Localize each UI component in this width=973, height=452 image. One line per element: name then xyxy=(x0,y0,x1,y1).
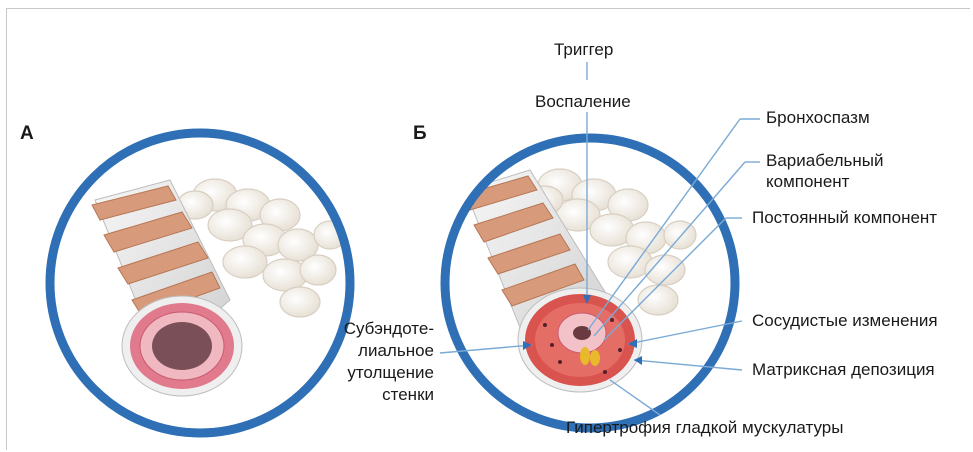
airway-illustration-asthma xyxy=(445,138,735,428)
label-smooth-muscle: Гипертрофия гладкой мускулатуры xyxy=(566,418,843,438)
airway-illustration-normal xyxy=(50,133,350,433)
label-matrix: Матриксная депозиция xyxy=(752,360,935,380)
label-vascular: Сосудистые изменения xyxy=(752,311,938,331)
label-subendothelial-line2: лиальное xyxy=(330,340,434,362)
label-bronchospasm: Бронхоспазм xyxy=(766,108,870,128)
panel-label-b: Б xyxy=(413,123,427,145)
label-trigger: Триггер xyxy=(554,40,613,60)
airway-cross-section-b xyxy=(518,288,642,392)
airway-cross-section-a xyxy=(122,296,242,396)
label-subendothelial: Субэндоте- лиальное утолщение стенки xyxy=(330,318,434,406)
label-subendothelial-line1: Субэндоте- xyxy=(330,318,434,340)
label-variable-line2: компонент xyxy=(766,172,849,192)
label-subendothelial-line4: стенки xyxy=(330,384,434,406)
label-permanent: Постоянный компонент xyxy=(752,208,937,228)
label-variable-line1: Вариабельный xyxy=(766,151,884,171)
label-subendothelial-line3: утолщение xyxy=(330,362,434,384)
panel-label-a: A xyxy=(20,123,34,145)
label-inflammation: Воспаление xyxy=(535,92,631,112)
